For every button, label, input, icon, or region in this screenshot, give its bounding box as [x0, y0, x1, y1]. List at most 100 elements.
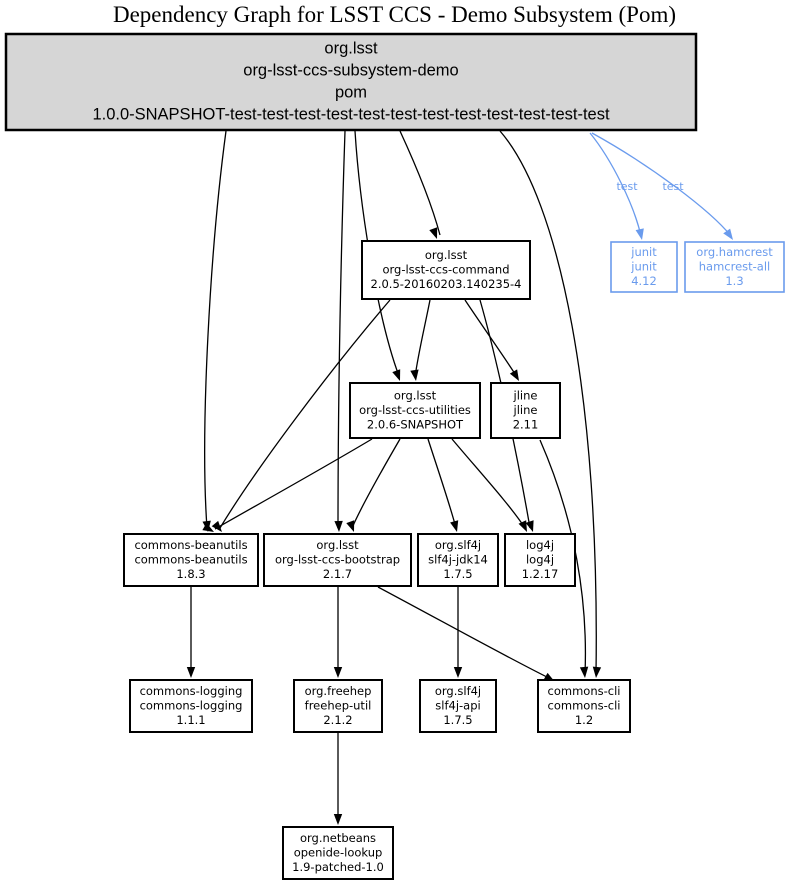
node-text-line: 1.7.5: [443, 567, 472, 581]
node-text-line: org.slf4j: [435, 684, 481, 698]
node-text-line: 2.0.6-SNAPSHOT: [367, 418, 464, 432]
node-rect[interactable]: [537, 679, 631, 733]
node-rect[interactable]: [4, 32, 698, 132]
graph-edge: [214, 438, 373, 530]
edge-arrowhead: [334, 520, 343, 532]
edge-arrowhead: [186, 667, 196, 678]
node-text-line: org.freehep: [305, 684, 372, 698]
node-rect[interactable]: [684, 241, 785, 293]
edge-arrowhead: [635, 228, 644, 240]
graph-edge: [451, 438, 526, 529]
node-text-line: commons-cli: [548, 684, 621, 698]
node-text-line: 2.0.5-20160203.140235-4: [371, 277, 522, 291]
edge-arrowhead: [579, 666, 589, 678]
node-rect[interactable]: [610, 241, 678, 293]
node-text-line: org-lsst-ccs-utilities: [359, 403, 471, 417]
node-rect[interactable]: [417, 533, 499, 587]
node-text-line: 1.1.1: [176, 713, 205, 727]
node-text-line: log4j: [526, 553, 554, 567]
edge-arrowhead: [723, 228, 733, 240]
node-text-line: slf4j-api: [435, 699, 480, 713]
edge-arrowhead: [592, 666, 602, 678]
node-rect[interactable]: [263, 533, 412, 587]
edge-arrowhead: [333, 814, 343, 825]
graph-node-command[interactable]: org.lsstorg-lsst-ccs-command2.0.5-201602…: [361, 240, 531, 300]
edge-arrowhead: [518, 520, 527, 532]
node-text-line: openide-lookup: [294, 846, 383, 860]
edge-arrowhead: [211, 520, 222, 532]
edge-arrowhead: [202, 522, 214, 532]
edge-scope-label: test: [616, 180, 638, 193]
node-text-line: 1.2: [575, 713, 593, 727]
edge-arrowhead: [346, 520, 355, 532]
node-rect[interactable]: [419, 679, 497, 733]
graph-edge: [499, 130, 597, 675]
node-text-line: 1.0.0-SNAPSHOT-test-test-test-test-test-…: [92, 105, 610, 123]
graph-edge: [351, 438, 401, 529]
node-text-line: commons-beanutils: [134, 538, 247, 552]
node-rect[interactable]: [504, 533, 576, 587]
node-text-line: commons-logging: [140, 699, 243, 713]
edge-arrowhead: [453, 667, 463, 678]
edge-arrowhead: [525, 520, 534, 532]
graph-edge: [414, 299, 431, 378]
node-text-line: org.lsst: [316, 538, 359, 552]
edge-arrowhead: [392, 369, 401, 381]
node-rect[interactable]: [361, 240, 531, 300]
node-text-line: 1.8.3: [176, 567, 205, 581]
nodes-layer: org.lsst org-lsst-ccs-subsystem-demo pom 1.…: [4, 32, 785, 880]
node-rect[interactable]: [349, 382, 481, 439]
graph-node-utilities[interactable]: org.lsstorg-lsst-ccs-utilities2.0.6-SNAP…: [349, 382, 481, 439]
node-text-line: 1.9-patched-1.0: [292, 860, 384, 874]
node-text-line: slf4j-jdk14: [428, 553, 488, 567]
node-text-line: 2.11: [513, 418, 539, 432]
node-rect[interactable]: [293, 679, 383, 733]
node-text-line: jline: [513, 389, 538, 403]
node-rect[interactable]: [129, 679, 253, 733]
node-text-line: junit: [630, 260, 657, 274]
node-rect[interactable]: [282, 826, 394, 880]
node-text-line: 1.7.5: [443, 713, 472, 727]
graph-edge: [591, 132, 732, 237]
node-text-line: org-lsst-ccs-bootstrap: [275, 553, 400, 567]
graph-node-root[interactable]: org.lsstorg-lsst-ccs-subsystem-demopom1.…: [4, 32, 698, 132]
node-text-line: junit: [630, 245, 657, 259]
node-text-line: 4.12: [631, 274, 657, 288]
node-text-line: pom: [335, 83, 367, 101]
node-text-line: org.lsst: [425, 248, 468, 262]
graph-edge: [377, 586, 554, 681]
edge-arrowhead: [450, 520, 459, 532]
node-text-line: 1.3: [725, 274, 743, 288]
arrowheads-layer: [186, 227, 733, 825]
node-text-line: 2.1.2: [323, 713, 352, 727]
node-rect[interactable]: [123, 533, 259, 587]
node-text-line: commons-cli: [548, 699, 621, 713]
graph-edge: [427, 438, 457, 529]
node-text-line: hamcrest-all: [699, 260, 771, 274]
node-text-line: org.lsst: [394, 389, 437, 403]
graph-node-openide-lookup[interactable]: org.netbeansopenide-lookup1.9-patched-1.…: [282, 826, 394, 880]
node-rect[interactable]: [490, 382, 561, 439]
page-title: Dependency Graph for LSST CCS - Demo Sub…: [112, 2, 677, 27]
node-text-line: jline: [513, 403, 538, 417]
node-text-line: commons-beanutils: [134, 553, 247, 567]
graph-edge: [464, 299, 518, 378]
node-text-line: 1.2.17: [522, 567, 559, 581]
graph-edge: [337, 130, 346, 529]
graph-edge: [219, 299, 391, 529]
node-text-line: org-lsst-ccs-subsystem-demo: [243, 61, 458, 79]
node-text-line: org-lsst-ccs-command: [382, 263, 509, 277]
